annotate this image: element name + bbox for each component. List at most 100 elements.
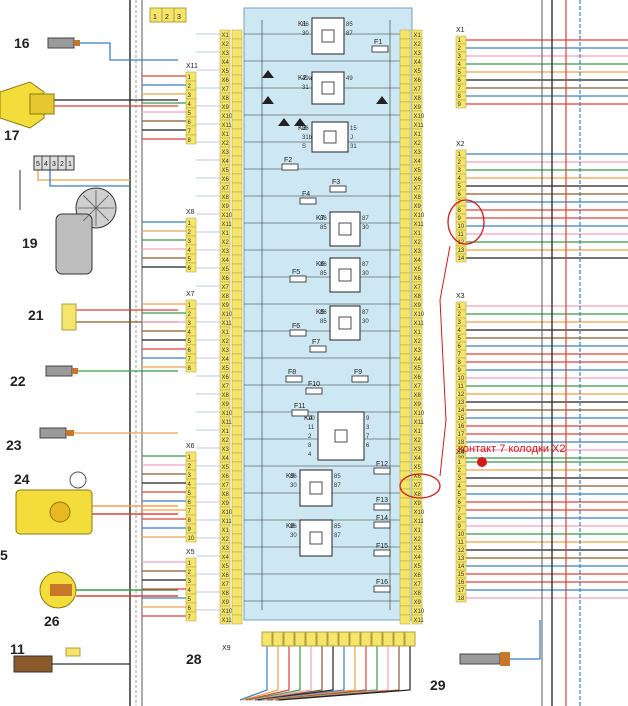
relay-pin-label: 86: [302, 126, 309, 132]
block-left-pins-pin-label: X7: [222, 186, 230, 192]
relay-pin-label: 11: [308, 425, 315, 431]
connector-x7-pin-label: 4: [188, 330, 192, 336]
block-left-inner-pins-pin: [231, 533, 243, 544]
relay-coil-icon: [334, 429, 348, 443]
relay-pin-label: 86: [320, 216, 327, 222]
block-right-inner-pins-pin: [399, 173, 411, 184]
block-left-pins-pin-label: X11: [222, 618, 233, 624]
block-left-pins-pin-label: X5: [222, 564, 230, 570]
annotation-dot: [477, 457, 487, 467]
block-left-inner-pins-pin: [231, 488, 243, 499]
block-left-inner-pins-pin: [231, 362, 243, 373]
block-right-pins-pin-label: X5: [414, 267, 422, 273]
fuse-f2-label: F2: [284, 157, 292, 164]
relay-pin-label: 85: [320, 319, 327, 325]
relay-pin-label: 8: [308, 443, 312, 449]
top-pin-label: 1: [153, 14, 157, 21]
sensor-16-tip: [74, 40, 80, 46]
connector-x3-pin-label: 16: [458, 424, 465, 430]
connector-x11-pin: [185, 134, 197, 145]
fuse-f16: F16: [373, 579, 391, 593]
component-number-21: 21: [28, 307, 44, 323]
connector-x6-pin-label: 7: [188, 509, 192, 515]
wire: [248, 646, 301, 701]
relay-pin-label: 87: [334, 533, 341, 539]
block-left-pins-pin-label: X7: [222, 384, 230, 390]
block-right-pins-pin-label: X3: [414, 150, 422, 156]
block-left-pins-pin-label: X8: [222, 96, 230, 102]
block-right-pins-pin-label: X8: [414, 591, 422, 597]
connector-x2-pin-label: 13: [458, 248, 465, 254]
block-right-inner-pins-pin: [399, 218, 411, 229]
wire: [257, 646, 334, 701]
block-right-inner-pins-pin: [399, 416, 411, 427]
connector-x7-pin: [185, 362, 197, 373]
block-right-inner-pins-pin: [399, 227, 411, 238]
connector-x7-pin-label: 2: [188, 312, 192, 318]
block-left-pins-pin-label: X7: [222, 483, 230, 489]
connector-x4-pin-label: 8: [458, 516, 462, 522]
sensor-29-icon: [459, 653, 501, 665]
block-left-inner-pins-pin: [231, 65, 243, 76]
block-right-pins-pin-label: X10: [414, 114, 425, 120]
block-left-inner-pins-pin: [231, 299, 243, 310]
relay-pin-label: 87: [362, 310, 369, 316]
connector-x7-pin-label: 7: [188, 357, 192, 363]
relay-pin-label: 6: [366, 443, 370, 449]
connector-x2-pin-label: 11: [458, 232, 465, 238]
block-right-pins-pin-label: X5: [414, 564, 422, 570]
gear-spoke: [95, 194, 109, 209]
fuse-f8-body: [285, 375, 303, 383]
block-left-pins-pin-label: X1: [222, 33, 230, 39]
connector-x6-pin-label: 10: [188, 536, 195, 542]
connector-x3-pin-label: 2: [458, 312, 462, 318]
connector-x5-pin-label: 7: [188, 615, 192, 621]
connector-x4-pin: [455, 593, 467, 603]
connector-label-x4: X4: [456, 449, 465, 456]
component-number-17: 17: [4, 127, 20, 143]
connector-x3-pin-label: 13: [458, 400, 465, 406]
block-left-pins-pin-label: X10: [222, 213, 233, 219]
block-left-inner-pins-pin: [231, 119, 243, 130]
connector-x5-pin-label: 4: [188, 588, 192, 594]
block-left-inner-pins-pin: [231, 497, 243, 508]
connector-x1-pin-label: 8: [458, 94, 462, 100]
connector-x3-pin-label: 6: [458, 344, 462, 350]
relay-pin-label: 86: [320, 262, 327, 268]
diode-icon: [262, 96, 274, 104]
block-left-inner-pins-pin: [231, 542, 243, 553]
block-left-inner-pins-pin: [231, 209, 243, 220]
connector-x3-pin-label: 8: [458, 360, 462, 366]
block-left-pins-pin-label: X10: [222, 609, 233, 615]
relay-pin-label: 86: [290, 524, 297, 530]
top-pin-3: [173, 7, 187, 23]
wire: [510, 620, 541, 660]
block-left-inner-pins-pin: [231, 506, 243, 517]
relay-k8-label: K8: [286, 523, 295, 530]
block-left-inner-pins-pin: [231, 182, 243, 193]
block-left-inner-pins-pin: [231, 416, 243, 427]
block-right-inner-pins-pin: [399, 497, 411, 508]
connector-x1-pin-label: 7: [458, 86, 462, 92]
block-right-inner-pins-pin: [399, 92, 411, 103]
block-left-inner-pins-pin: [231, 317, 243, 328]
connector-x2-pin-label: 7: [458, 200, 462, 206]
relay-pin-label: 49a: [302, 76, 313, 82]
relay-pin-label: 9: [366, 416, 370, 422]
component-number-23: 23: [6, 437, 22, 453]
block-right-inner-pins-pin: [399, 299, 411, 310]
relay-pin-label: 30: [290, 533, 297, 539]
block-right-inner-pins-pin: [399, 614, 411, 625]
connector-x6-pin-label: 3: [188, 473, 192, 479]
wire: [49, 170, 130, 187]
block-left-pins-pin-label: X2: [222, 339, 230, 345]
connector-x6-pin-label: 1: [188, 455, 192, 461]
block-left-pins-pin-label: X1: [222, 528, 230, 534]
connector-x1-pin-label: 9: [458, 102, 462, 108]
block-left-inner-pins-pin: [231, 155, 243, 166]
block-left-pins-pin-label: X8: [222, 591, 230, 597]
